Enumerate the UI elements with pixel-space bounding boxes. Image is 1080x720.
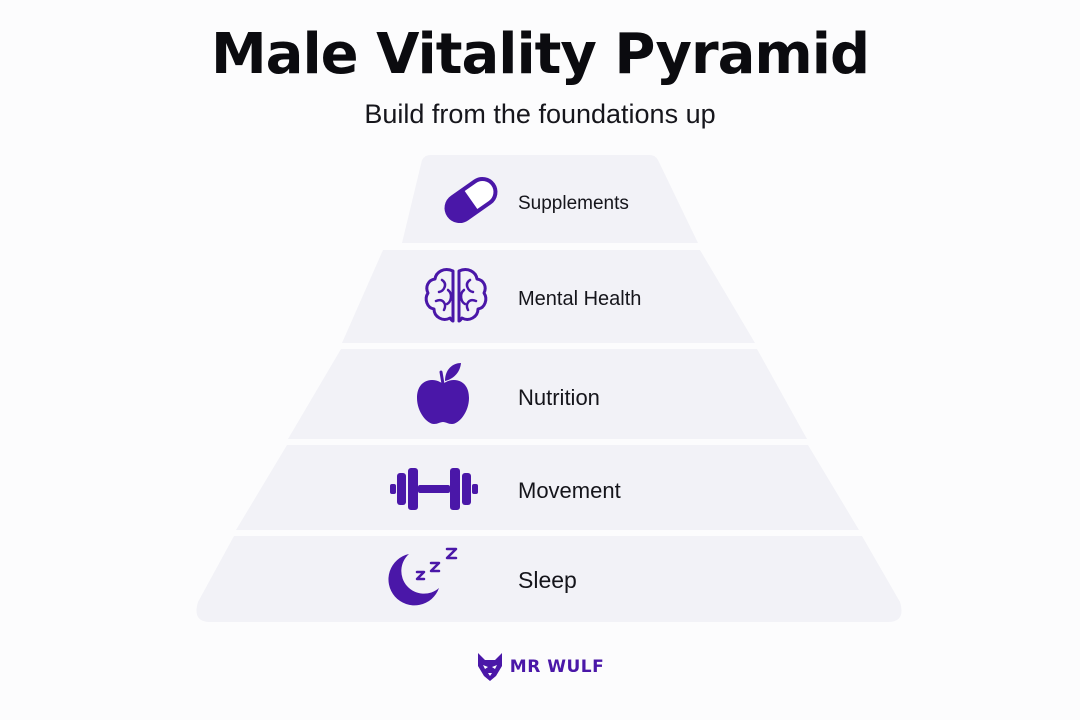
tier-label-nutrition: Nutrition — [518, 385, 600, 410]
tier-label-sleep: Sleep — [518, 567, 577, 593]
moon-zzz-icon — [388, 547, 458, 606]
pyramid-tier-nutrition: Nutrition — [288, 349, 807, 439]
pyramid-tier-movement: Movement — [236, 445, 859, 530]
pyramid-tier-mental-health: Mental Health — [342, 250, 755, 343]
brand-logo: MR WULF — [0, 652, 1080, 682]
tier-shape — [402, 155, 698, 243]
pyramid-tier-sleep: Sleep — [196, 536, 902, 622]
brand-name: MR WULF — [509, 657, 605, 677]
page-subtitle: Build from the foundations up — [364, 99, 716, 129]
tier-label-movement: Movement — [518, 478, 621, 503]
tier-shape — [196, 536, 902, 622]
pill-icon — [444, 176, 498, 224]
dumbbell-icon — [390, 468, 478, 510]
brain-icon — [424, 268, 488, 323]
tier-label-supplements: Supplements — [518, 193, 629, 214]
pyramid-tier-supplements: Supplements — [402, 155, 698, 243]
apple-icon — [417, 363, 469, 424]
wolf-logo-icon — [477, 653, 502, 681]
tier-shape — [288, 349, 807, 439]
page-title: Male Vitality Pyramid — [210, 22, 870, 87]
tier-label-mental-health: Mental Health — [518, 288, 641, 310]
tier-shape — [236, 445, 859, 530]
